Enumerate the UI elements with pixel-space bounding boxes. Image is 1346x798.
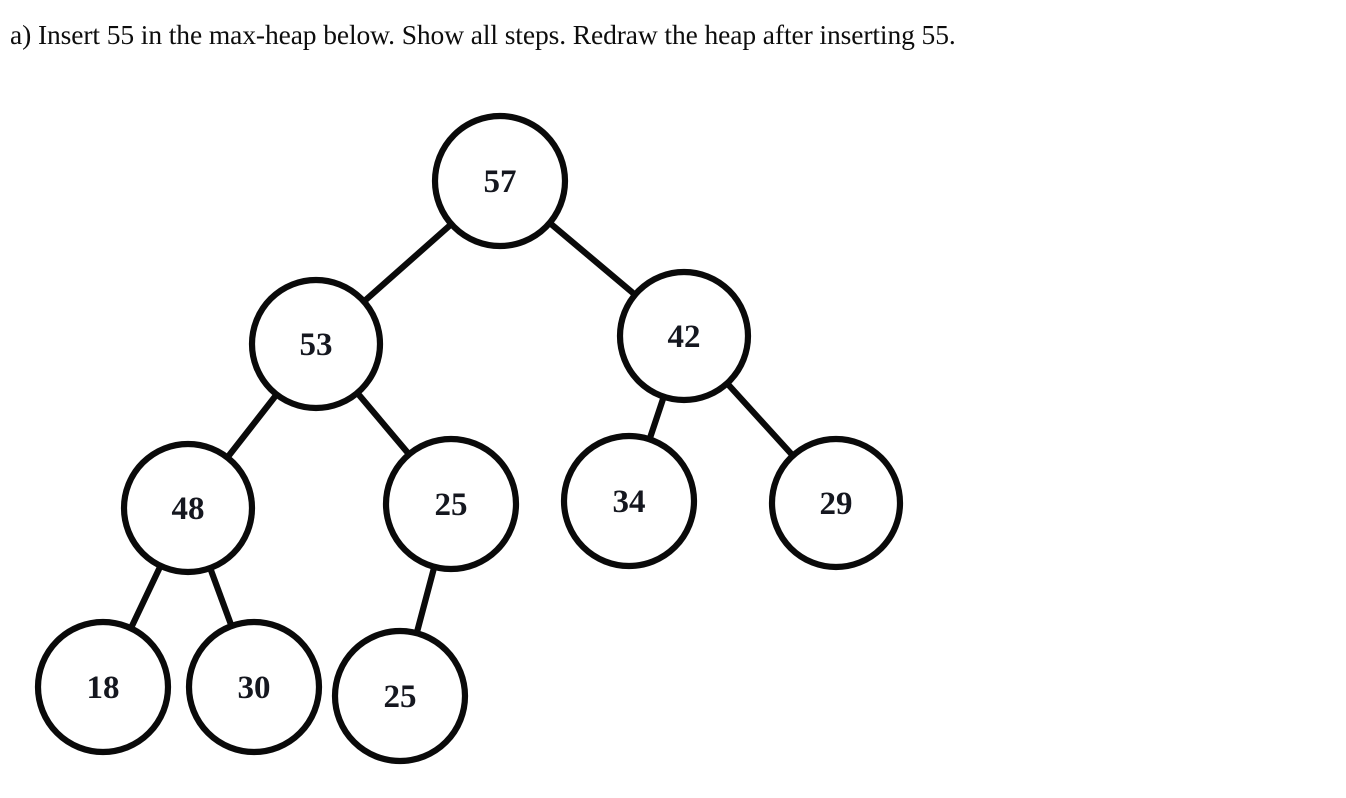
tree-node-29: 29	[768, 435, 904, 571]
tree-node-48: 48	[120, 440, 256, 576]
tree-node-25: 25	[382, 435, 520, 573]
node-circle-29	[768, 435, 904, 571]
tree-node-25: 25	[331, 627, 469, 765]
node-label: 34	[613, 484, 646, 520]
tree-edge-48-to-18	[127, 561, 165, 633]
tree-edges-group	[127, 219, 797, 638]
tree-node-34: 34	[560, 432, 698, 570]
node-label: 29	[820, 486, 853, 522]
question-text: a) Insert 55 in the max-heap below. Show…	[10, 19, 956, 50]
node-circle-53	[248, 276, 384, 412]
node-label: 25	[435, 487, 468, 523]
node-label: 48	[172, 491, 205, 527]
node-label: 42	[668, 319, 701, 355]
tree-node-57: 57	[431, 112, 569, 250]
node-label: 18	[87, 670, 120, 706]
node-label: 30	[238, 670, 271, 706]
node-circle-57	[431, 112, 569, 250]
tree-edge-57-to-42	[545, 219, 639, 299]
tree-edge-57-to-53	[360, 220, 456, 306]
tree-node-53: 53	[248, 276, 384, 412]
tree-node-18: 18	[34, 618, 172, 756]
node-circle-25	[382, 435, 520, 573]
node-circle-34	[560, 432, 698, 570]
node-label: 25	[384, 679, 417, 715]
tree-edge-53-to-25	[353, 389, 413, 459]
node-circle-18	[34, 618, 172, 756]
node-label: 53	[300, 327, 333, 363]
tree-edge-48-to-30	[206, 564, 235, 631]
node-circle-25	[331, 627, 469, 765]
tree-nodes-group: 57 53 42 48 25 34 29 18 30 25	[34, 112, 904, 765]
node-label: 57	[484, 164, 517, 200]
node-circle-30	[185, 618, 323, 756]
tree-edge-42-to-29	[723, 379, 797, 460]
node-circle-42	[616, 268, 752, 404]
tree-node-30: 30	[185, 618, 323, 756]
node-circle-48	[120, 440, 256, 576]
tree-node-42: 42	[616, 268, 752, 404]
tree-edge-53-to-48	[223, 390, 281, 462]
tree-edge-42-to-34	[646, 392, 668, 444]
tree-edge-25-to-25	[413, 562, 438, 638]
